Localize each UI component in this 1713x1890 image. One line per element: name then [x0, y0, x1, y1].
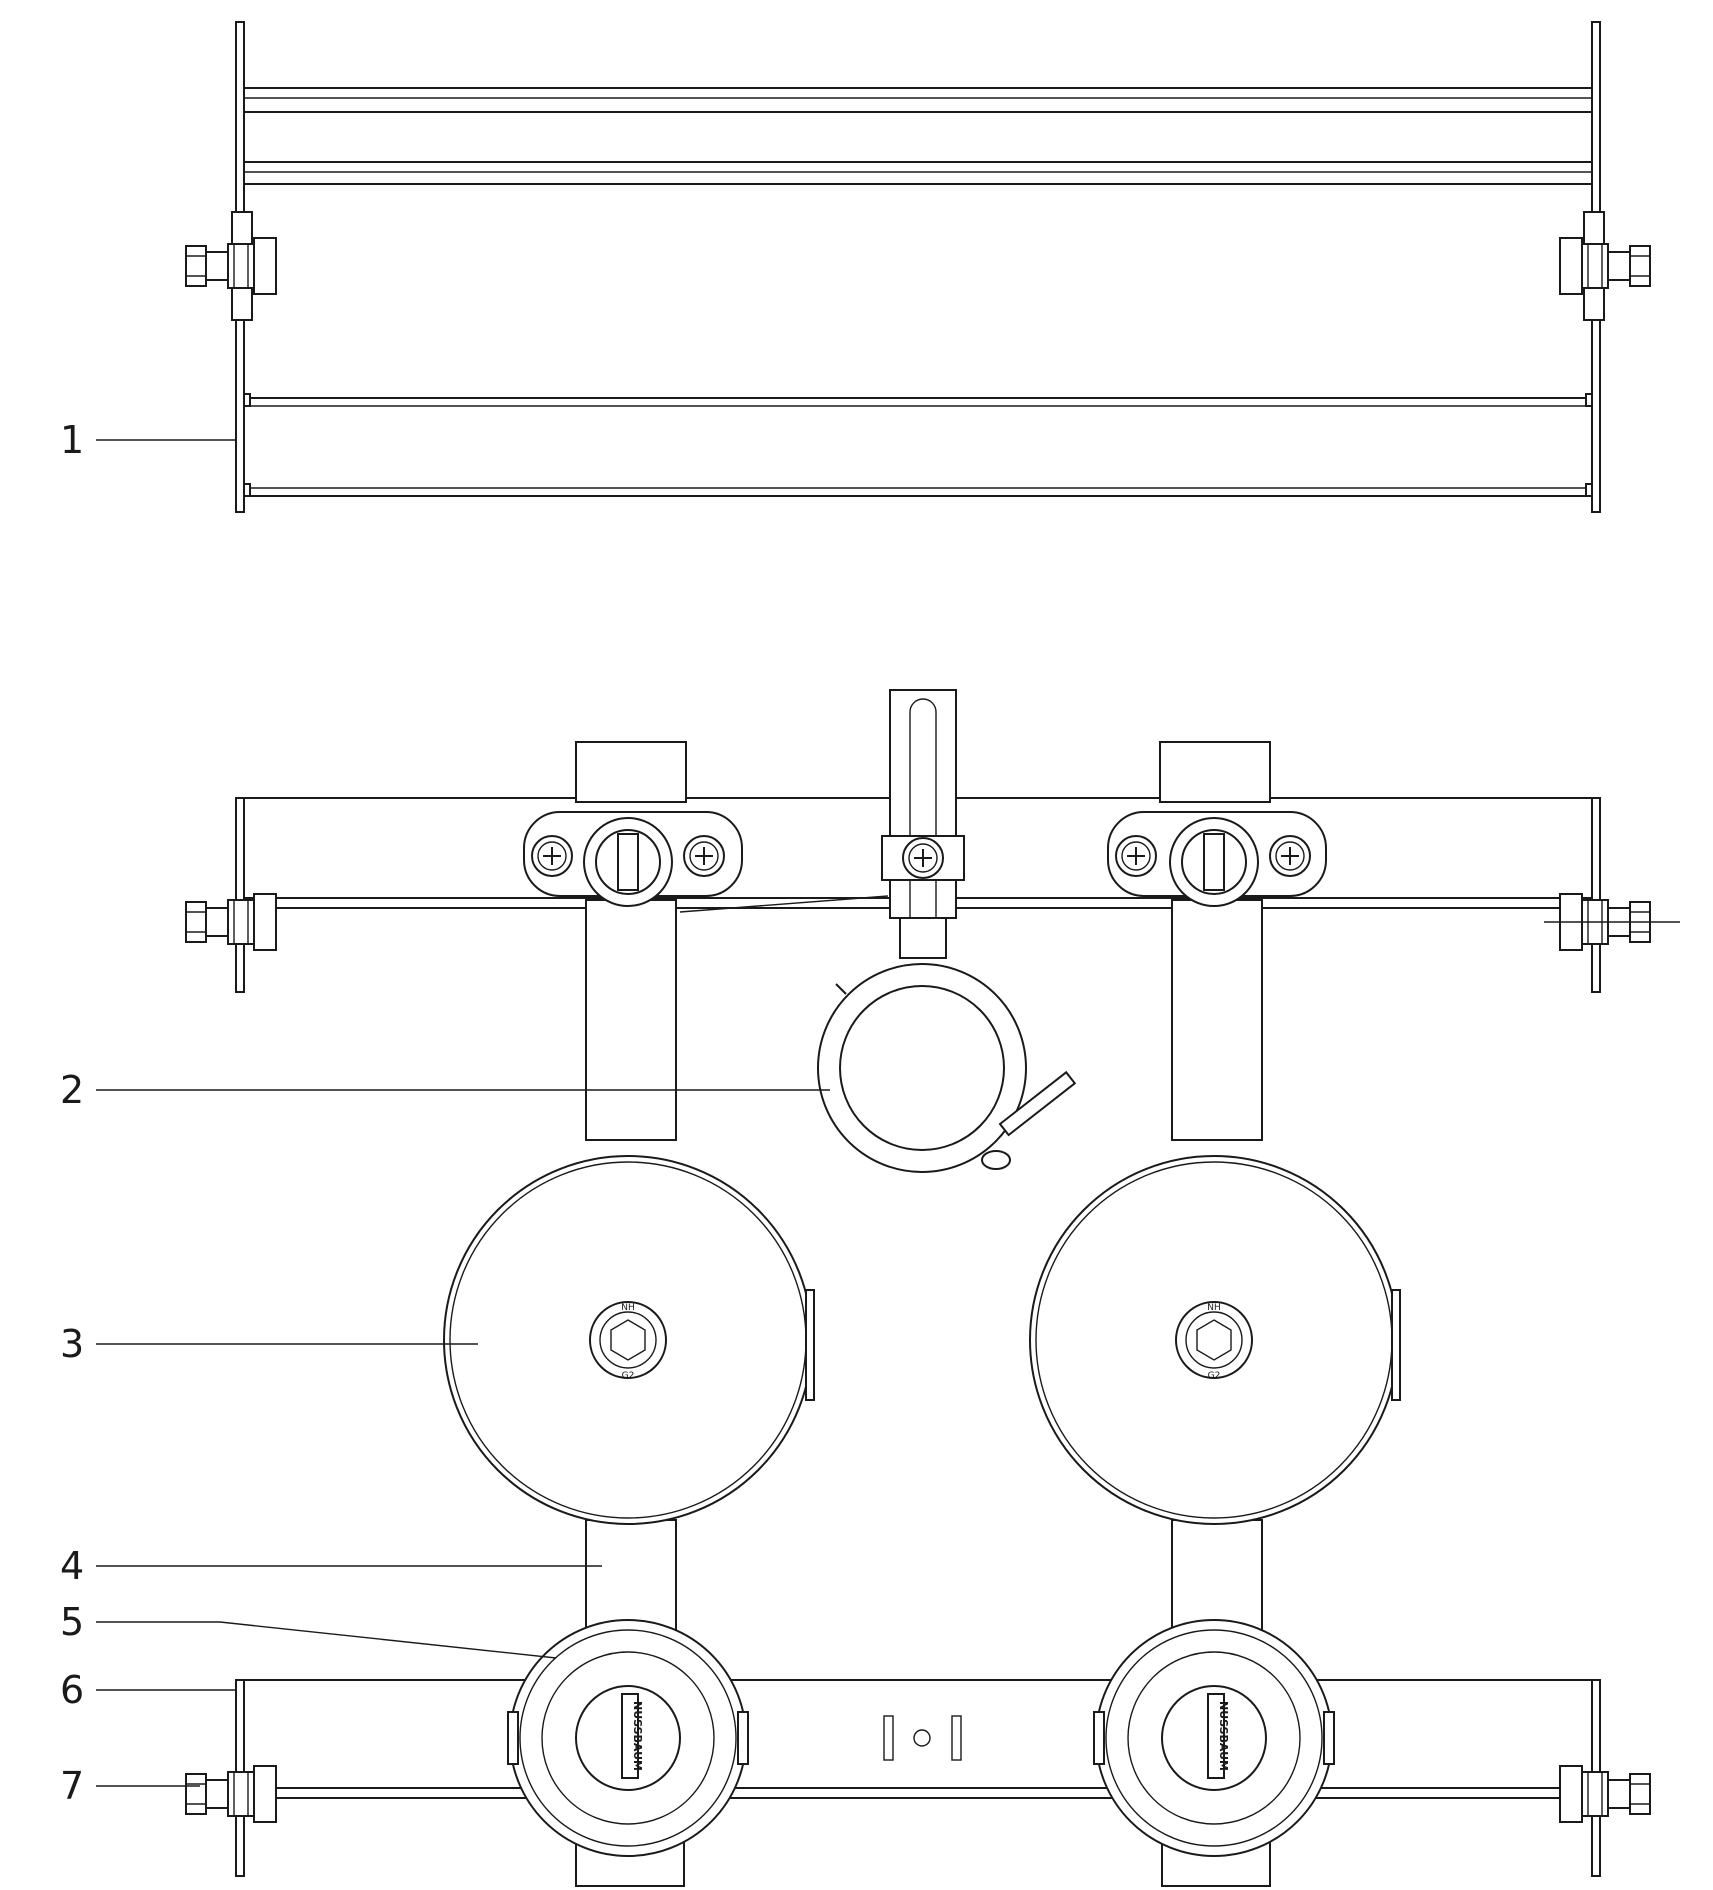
cap-mark-bottom: G2 [622, 1371, 635, 1381]
cap-mark-top-right: NH [1207, 1303, 1221, 1313]
left-pipe [575, 741, 687, 1887]
top-right-end-fitting [1559, 237, 1651, 295]
brand-label-left: NUSSBAUM [631, 1701, 644, 1771]
left-valve: NUSSBAUM [507, 1619, 749, 1857]
top-left-end-fitting [185, 237, 277, 295]
right-cover: NH G2 [1029, 1155, 1401, 1525]
callout-labels: 1 2 3 4 5 6 7 [60, 418, 84, 1808]
callout-4: 4 [60, 1544, 84, 1588]
left-cover: NH G2 [443, 1155, 815, 1525]
callout-5: 5 [60, 1600, 84, 1644]
callout-7: 7 [60, 1764, 84, 1808]
cap-mark-top: NH [621, 1303, 635, 1313]
callout-2: 2 [60, 1068, 84, 1112]
brand-label-right: NUSSBAUM [1217, 1701, 1230, 1771]
callout-3: 3 [60, 1322, 84, 1366]
right-valve: NUSSBAUM [1093, 1619, 1335, 1857]
lower-rail [185, 1679, 1651, 1877]
callout-6: 6 [60, 1668, 84, 1712]
left-top-fitting [523, 811, 743, 907]
leader-lines [96, 439, 830, 1787]
cap-mark-bottom-right: G2 [1208, 1371, 1221, 1381]
callout-1: 1 [60, 418, 84, 462]
top-rail-frame [185, 21, 1651, 513]
right-top-fitting [1107, 811, 1327, 907]
clamp-ring [817, 963, 1077, 1173]
pipe-bracket [679, 689, 965, 959]
